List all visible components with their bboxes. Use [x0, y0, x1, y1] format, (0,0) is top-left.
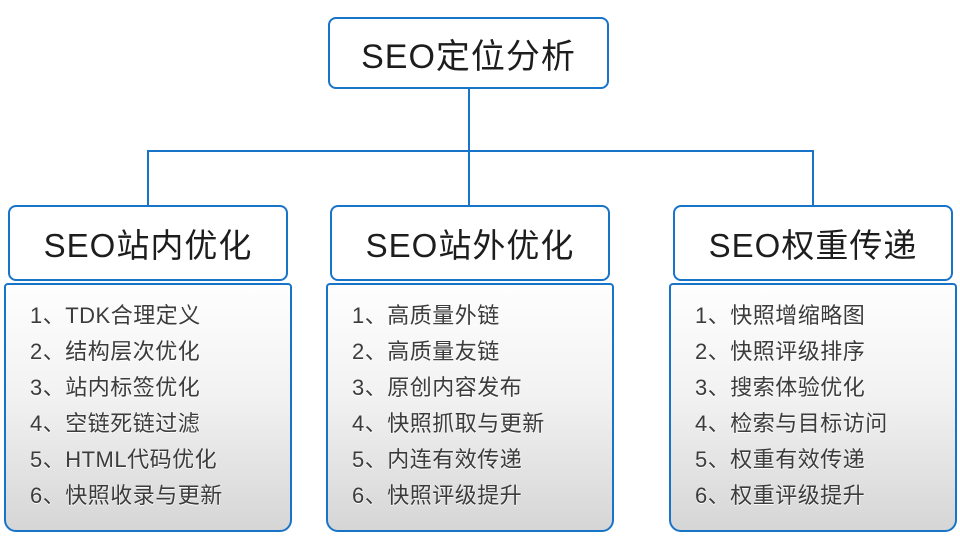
column-header-label: SEO站内优化: [43, 227, 253, 264]
list-item: 1、快照增缩略图: [695, 303, 866, 328]
list-item: 3、搜索体验优化: [695, 375, 866, 400]
column-header-offsite: SEO站外优化: [330, 205, 610, 281]
column-header-onsite: SEO站内优化: [8, 205, 288, 281]
connector-branch-bar: [147, 150, 814, 152]
list-item: 4、检索与目标访问: [695, 411, 888, 436]
list-item: 1、高质量外链: [352, 303, 500, 328]
column-body-weight: 1、快照增缩略图 2、快照评级排序 3、搜索体验优化 4、检索与目标访问 5、权…: [669, 283, 957, 532]
column-body-onsite: 1、TDK合理定义 2、结构层次优化 3、站内标签优化 4、空链死链过滤 5、H…: [4, 283, 292, 532]
connector-root-stem: [468, 89, 470, 151]
connector-drop-left: [147, 150, 149, 206]
root-node-seo-positioning: SEO定位分析: [328, 17, 609, 89]
root-node-label: SEO定位分析: [361, 37, 576, 76]
list-item: 2、高质量友链: [352, 339, 500, 364]
connector-drop-right: [812, 150, 814, 206]
column-header-weight: SEO权重传递: [673, 205, 953, 281]
list-item: 2、结构层次优化: [30, 339, 201, 364]
list-item: 3、站内标签优化: [30, 375, 201, 400]
column-body-offsite: 1、高质量外链 2、高质量友链 3、原创内容发布 4、快照抓取与更新 5、内连有…: [326, 283, 614, 532]
list-item: 6、权重评级提升: [695, 483, 866, 508]
list-item: 5、权重有效传递: [695, 447, 866, 472]
list-item: 6、快照收录与更新: [30, 483, 223, 508]
column-header-label: SEO站外优化: [365, 227, 575, 264]
list-item: 4、快照抓取与更新: [352, 411, 545, 436]
column-header-label: SEO权重传递: [708, 227, 918, 264]
list-item: 6、快照评级提升: [352, 483, 523, 508]
list-item: 4、空链死链过滤: [30, 411, 201, 436]
list-item: 5、HTML代码优化: [30, 447, 218, 472]
connector-drop-middle: [468, 150, 470, 206]
list-item: 3、原创内容发布: [352, 375, 523, 400]
list-item: 5、内连有效传递: [352, 447, 523, 472]
list-item: 1、TDK合理定义: [30, 303, 201, 328]
list-item: 2、快照评级排序: [695, 339, 866, 364]
